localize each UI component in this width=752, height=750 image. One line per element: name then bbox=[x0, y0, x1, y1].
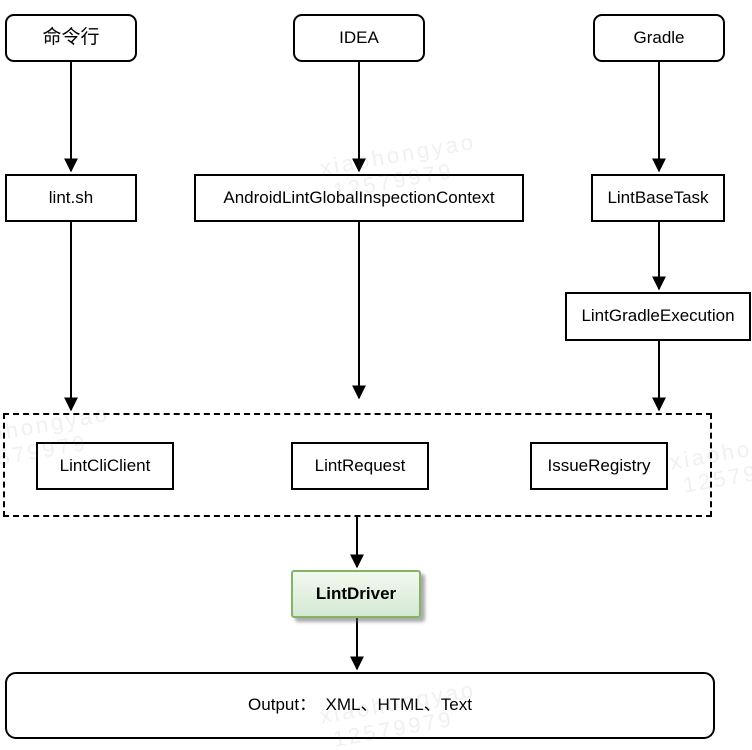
node-cmdline-label: 命令行 bbox=[42, 26, 100, 48]
node-output: Output： XML、HTML、Text bbox=[5, 672, 715, 739]
node-lintdriver: LintDriver bbox=[291, 570, 421, 618]
node-lintbasetask-label: LintBaseTask bbox=[607, 187, 709, 207]
node-lintrequest: LintRequest bbox=[291, 442, 429, 490]
node-gradle-label: Gradle bbox=[633, 27, 685, 47]
node-lintgradleexecution: LintGradleExecution bbox=[565, 292, 751, 341]
node-context: AndroidLintGlobalInspectionContext bbox=[194, 174, 524, 222]
node-idea: IDEA bbox=[293, 14, 425, 62]
node-lintcliclient-label: LintCliClient bbox=[59, 455, 151, 475]
dashed-container bbox=[3, 413, 712, 517]
node-lintdriver-label: LintDriver bbox=[315, 583, 397, 603]
node-lintgradleexecution-label: LintGradleExecution bbox=[581, 306, 735, 326]
node-idea-label: IDEA bbox=[339, 27, 379, 47]
node-lintsh-label: lint.sh bbox=[48, 187, 94, 207]
node-lintbasetask: LintBaseTask bbox=[591, 174, 725, 222]
node-lintsh: lint.sh bbox=[5, 174, 137, 222]
node-issueregistry-label: IssueRegistry bbox=[547, 455, 651, 475]
node-lintcliclient: LintCliClient bbox=[36, 442, 174, 490]
node-context-label: AndroidLintGlobalInspectionContext bbox=[223, 187, 495, 207]
node-issueregistry: IssueRegistry bbox=[530, 442, 668, 490]
node-output-label: Output： XML、HTML、Text bbox=[248, 695, 472, 715]
node-lintrequest-label: LintRequest bbox=[314, 455, 406, 475]
node-gradle: Gradle bbox=[593, 14, 725, 62]
node-cmdline: 命令行 bbox=[5, 14, 137, 62]
